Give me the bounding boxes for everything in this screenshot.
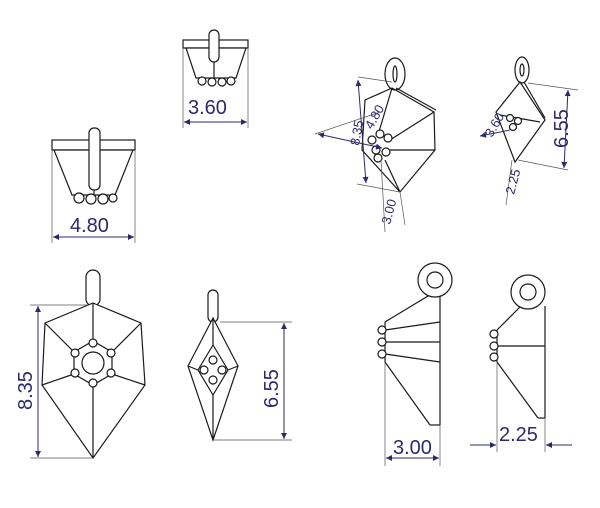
side-view-large: 3.00 — [377, 262, 453, 466]
iso-small-width-label: 3.60 — [482, 110, 508, 139]
dimension-label-8-35: 8.35 — [15, 371, 37, 410]
iso-view-large: 8.35 4.80 3.00 — [314, 57, 437, 233]
dimension-label-3-00: 3.00 — [393, 437, 432, 459]
dimension-label-4-80: 4.80 — [70, 215, 109, 237]
iso-large-height-label: 8.35 — [347, 119, 366, 147]
iso-small-height-label: 6.55 — [551, 109, 573, 148]
dimension-label-2-25: 2.25 — [499, 424, 538, 446]
iso-view-small: 6.55 3.60 2.25 — [479, 56, 579, 206]
front-view-small: 6.55 — [187, 289, 292, 442]
side-view-small: 2.25 — [470, 274, 572, 452]
front-view-large: 8.35 — [15, 269, 146, 460]
iso-large-depth-label: 3.00 — [378, 197, 399, 225]
dimension-label-6-55: 6.55 — [261, 369, 283, 408]
top-view-large: 4.80 — [51, 127, 136, 243]
top-view-small: 3.60 — [182, 29, 249, 128]
dimension-label-3-60: 3.60 — [188, 97, 227, 119]
iso-small-depth-label: 2.25 — [502, 167, 523, 195]
